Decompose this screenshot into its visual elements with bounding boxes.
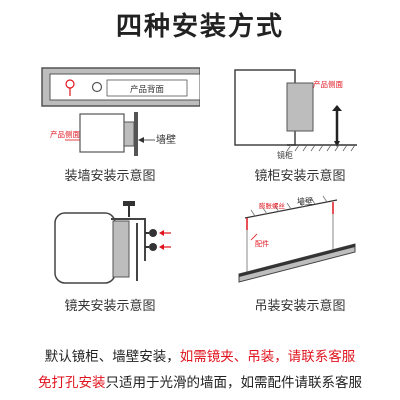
caption-cabinet-mount: 镜柜安装示意图	[254, 169, 346, 184]
clip-mount-diagram	[54, 201, 171, 284]
caption-hanging-mount: 吊装安装示意图	[254, 299, 346, 314]
label-cabinet-side: 产品侧面	[313, 79, 343, 89]
label-accessory: 配件	[255, 239, 269, 248]
label-cabinet: 镜柜	[277, 150, 293, 160]
label-expansion-screw: 膨胀螺丝	[259, 201, 286, 210]
label-product-back: 产品背面	[130, 84, 165, 95]
note-line-2: 免打孔安装只适用于光滑的墙面，如需配件请联系客服	[0, 371, 400, 391]
label-product-side: 产品侧面	[50, 129, 80, 139]
wall-mount-diagram: 产品背面 产品侧面 墙壁	[41, 67, 200, 156]
note-line-2-red: 免打孔安装	[38, 375, 106, 391]
note-line-2-plain: 只适用于光滑的墙面，如需配件请联系客服	[105, 375, 363, 391]
note-line-1: 默认镜柜、墙壁安装，如需镜夹、吊装，请联系客服	[0, 345, 400, 365]
caption-clip-mount: 镜夹安装示意图	[64, 299, 156, 314]
cabinet-mount-diagram: 产品侧面 镜柜	[234, 69, 357, 160]
note-line-1-plain: 默认镜柜、墙壁安装，	[44, 349, 180, 365]
hanging-mount-diagram: 墙壁 膨胀螺丝 配件	[238, 195, 356, 283]
label-ceiling-wall: 墙壁	[297, 196, 313, 206]
caption-wall-mount: 装墙安装示意图	[64, 169, 156, 184]
label-wall: 墙壁	[156, 133, 176, 146]
note-line-1-red: 如需镜夹、吊装，请联系客服	[179, 349, 356, 365]
page-title: 四种安装方式	[115, 12, 284, 42]
